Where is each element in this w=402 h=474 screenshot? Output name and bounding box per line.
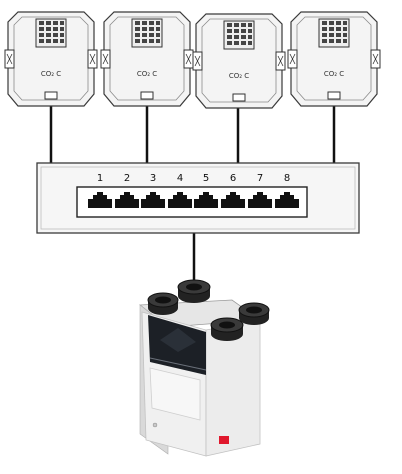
co2-sensor-label: CO₂ C [324, 70, 344, 78]
co2-sensor-4: CO₂ C [287, 11, 381, 107]
switch-ports [88, 192, 299, 208]
co2-sensor-label: CO₂ C [137, 70, 157, 78]
ethernet-port-4 [168, 192, 192, 208]
network-switch: 1 2 3 4 5 6 7 8 [36, 162, 360, 234]
port-label-5: 5 [203, 173, 209, 184]
port-label-3: 3 [150, 173, 156, 184]
co2-sensor-3: CO₂ C [192, 13, 286, 109]
port-label-8: 8 [284, 173, 290, 184]
status-led [152, 422, 158, 428]
port-label-1: 1 [97, 173, 103, 184]
co2-sensor-1: CO₂ C [4, 11, 98, 107]
ethernet-port-2 [115, 192, 139, 208]
ethernet-port-1 [88, 192, 112, 208]
ethernet-port-5 [194, 192, 218, 208]
ethernet-port-8 [275, 192, 299, 208]
ethernet-port-6 [221, 192, 245, 208]
port-label-7: 7 [257, 173, 263, 184]
port-label-2: 2 [124, 173, 130, 184]
co2-sensor-label: CO₂ C [41, 70, 61, 78]
ethernet-port-3 [141, 192, 165, 208]
port-label-4: 4 [177, 173, 183, 184]
wires [49, 105, 336, 292]
co2-sensor-label: CO₂ C [229, 72, 249, 80]
ethernet-port-7 [248, 192, 272, 208]
port-label-6: 6 [230, 173, 236, 184]
switch-port-labels: 1 2 3 4 5 6 7 8 [97, 173, 290, 184]
ventilation-unit [138, 279, 270, 457]
duct-spigots [147, 279, 270, 341]
brand-logo [219, 436, 229, 444]
co2-sensor-2: CO₂ C [100, 11, 194, 107]
